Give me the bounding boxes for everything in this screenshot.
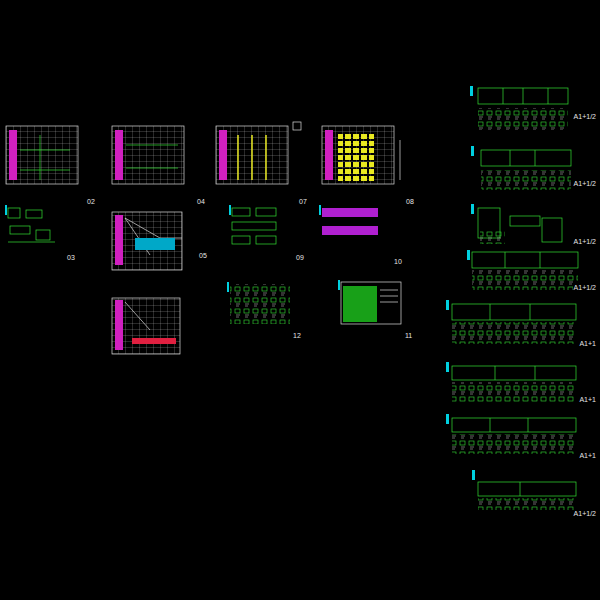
sheet-number: 07 [298, 198, 308, 205]
sheet-number: 11 [404, 332, 413, 339]
sheet-size: A1+1 [578, 452, 597, 459]
sheet-number: 09 [295, 254, 305, 261]
sheet-number: 08 [405, 198, 415, 205]
sheet-number: 04 [196, 198, 206, 205]
sheet-size: A1+1/2 [573, 113, 597, 120]
sheet-size: A1+1/2 [573, 238, 597, 245]
sheet-number: 10 [393, 258, 403, 265]
sheet-size: A1+1 [578, 396, 597, 403]
sheet-number: 03 [66, 254, 76, 261]
sheet-size: A1+1 [578, 340, 597, 347]
sheet-size: A1+1/2 [573, 510, 597, 517]
sheet-size: A1+1/2 [573, 180, 597, 187]
sheet-number: 12 [292, 332, 302, 339]
sheet-number: 05 [198, 252, 208, 259]
sheet-size: A1+1/2 [573, 284, 597, 291]
sheet-number: 02 [86, 198, 96, 205]
